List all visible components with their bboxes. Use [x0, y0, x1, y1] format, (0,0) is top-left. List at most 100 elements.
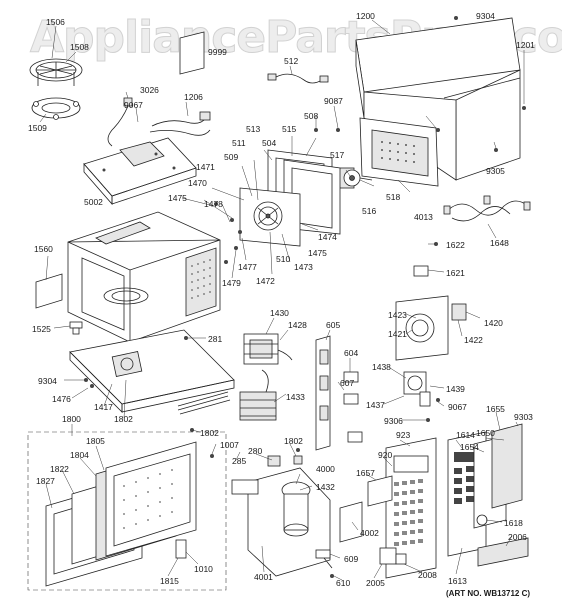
part-label: 1478 — [204, 199, 223, 209]
part-label: 504 — [262, 138, 276, 148]
fan-motor-assembly — [337, 167, 373, 189]
part-label: 5002 — [84, 197, 103, 207]
part-label: 2006 — [508, 532, 527, 542]
part-label: 285 — [232, 456, 246, 466]
part-label: 1822 — [50, 464, 69, 474]
part-label: 1471 — [196, 162, 215, 172]
rear-fan-housing — [359, 117, 439, 187]
part-label: 1657 — [356, 468, 375, 478]
part-label: 1654 — [460, 442, 479, 452]
part-label: 1200 — [356, 11, 375, 21]
magnetron — [403, 371, 431, 407]
part-label: 515 — [282, 124, 296, 134]
part-label: 1614 — [456, 430, 475, 440]
part-label: 1470 — [188, 178, 207, 188]
part-label: 3026 — [140, 85, 159, 95]
part-label: 1655 — [486, 404, 505, 414]
part-label: 9304 — [476, 11, 495, 21]
part-label: 1417 — [94, 402, 113, 412]
part-label: 1420 — [484, 318, 503, 328]
part-label: 9087 — [324, 96, 343, 106]
part-label: 1475 — [308, 248, 327, 258]
part-label: 1433 — [286, 392, 305, 402]
part-label: 1648 — [490, 238, 509, 248]
part-label: 1506 — [46, 17, 65, 27]
art-number: (ART NO. WB13712 C) — [446, 589, 530, 598]
part-label: 1621 — [446, 268, 465, 278]
part-label: 1613 — [448, 576, 467, 586]
part-label: 609 — [344, 554, 358, 564]
part-label: 1007 — [220, 440, 239, 450]
transformer — [243, 333, 293, 365]
part-label: 1525 — [32, 324, 51, 334]
part-label: 1618 — [504, 518, 523, 528]
part-label: 1815 — [160, 576, 179, 586]
part-label: 1472 — [256, 276, 275, 286]
part-label: 4001 — [254, 572, 273, 582]
part-label: 923 — [396, 430, 410, 440]
part-label: 1423 — [388, 310, 407, 320]
part-label: 9304 — [38, 376, 57, 386]
part-label: 1437 — [366, 400, 385, 410]
part-label: 1508 — [70, 42, 89, 52]
outer-case — [355, 17, 521, 181]
part-label: 1206 — [184, 92, 203, 102]
part-label: 9303 — [514, 412, 533, 422]
part-label: 1827 — [36, 476, 55, 486]
part-label: 510 — [276, 254, 290, 264]
wire-harness-512 — [267, 73, 329, 84]
part-label: 9999 — [208, 47, 227, 57]
part-label: 9067 — [124, 100, 143, 110]
part-label: 1650 — [476, 428, 495, 438]
part-label: 1421 — [388, 329, 407, 339]
part-label: 605 — [326, 320, 340, 330]
base-plate — [69, 329, 235, 415]
part-label: 604 — [344, 348, 358, 358]
part-label: 508 — [304, 111, 318, 121]
part-label: 1439 — [446, 384, 465, 394]
fasteners — [84, 16, 526, 578]
part-label: 1473 — [294, 262, 313, 272]
part-label: 1560 — [34, 244, 53, 254]
part-label: 1475 — [168, 193, 187, 203]
manual-sheet — [179, 31, 205, 75]
part-label: 509 — [224, 152, 238, 162]
part-label: 1802 — [284, 436, 303, 446]
part-label: 512 — [284, 56, 298, 66]
part-label: 607 — [340, 378, 354, 388]
part-label: 1474 — [318, 232, 337, 242]
part-label: 9306 — [384, 416, 403, 426]
control-panel — [379, 423, 529, 579]
part-label: 1430 — [270, 308, 289, 318]
part-label: 9067 — [448, 402, 467, 412]
part-label: 1201 — [516, 40, 535, 50]
mount-plate — [83, 137, 197, 206]
part-label: 511 — [232, 138, 246, 148]
foot — [69, 321, 83, 335]
door-latch-board — [315, 335, 363, 451]
part-label: 516 — [362, 206, 376, 216]
oven-cavity — [67, 211, 221, 343]
part-label: 1476 — [52, 394, 71, 404]
part-label: 9305 — [486, 166, 505, 176]
part-label: 1010 — [194, 564, 213, 574]
fan-bracket — [395, 265, 467, 361]
part-label: 518 — [386, 192, 400, 202]
part-label: 1622 — [446, 240, 465, 250]
part-label: 1804 — [70, 450, 89, 460]
part-label: 1800 — [62, 414, 81, 424]
part-label: 281 — [208, 334, 222, 344]
leader-lines — [39, 19, 525, 581]
part-label: 920 — [378, 450, 392, 460]
part-label: 517 — [330, 150, 344, 160]
part-label: 513 — [246, 124, 260, 134]
part-label: 2005 — [366, 578, 385, 588]
part-number-labels: 1506 1508 9999 1509 3026 9067 1206 512 9… — [28, 11, 535, 588]
part-label: 280 — [248, 446, 262, 456]
part-label: 2008 — [418, 570, 437, 580]
capacitor — [239, 369, 277, 421]
part-label: 1428 — [288, 320, 307, 330]
blower-assembly — [231, 455, 363, 577]
